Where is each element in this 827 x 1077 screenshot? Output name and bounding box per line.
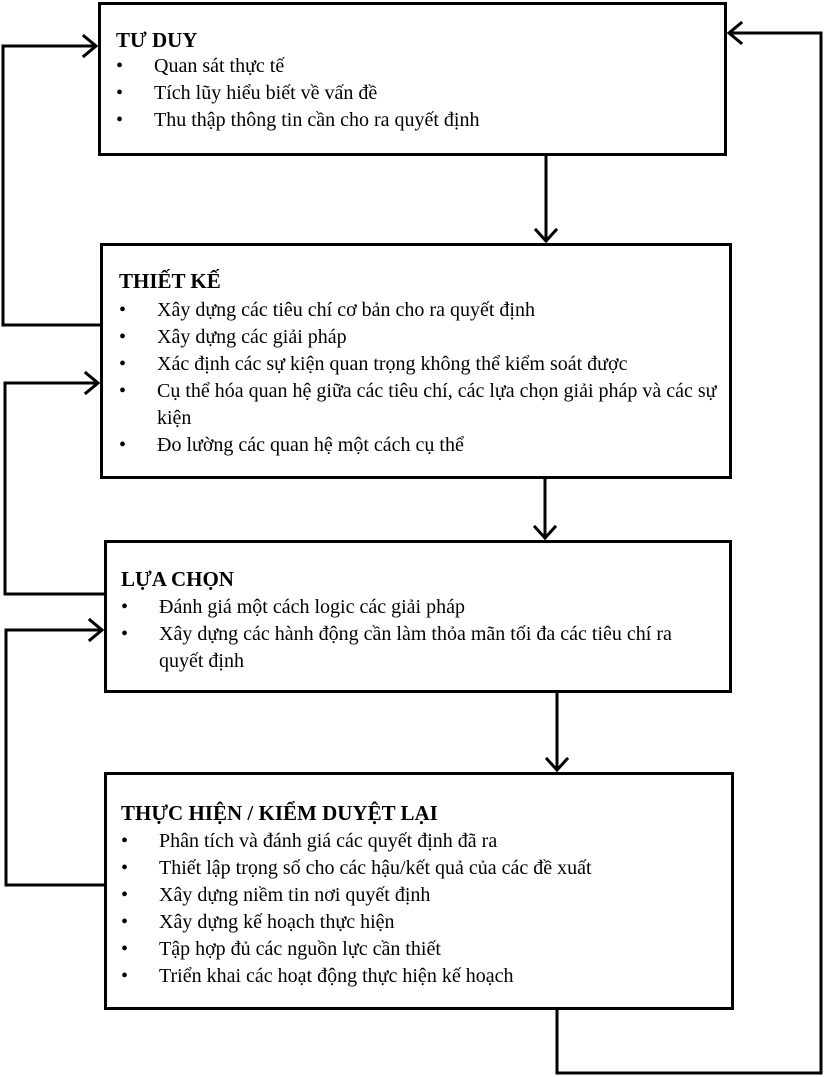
- box-title: THỰC HIỆN / KIỂM DUYỆT LẠI: [121, 801, 438, 825]
- bullet-icon: •: [116, 82, 124, 104]
- arrowhead-down-1: [533, 227, 559, 244]
- loop-choice-to-design: [3, 381, 104, 596]
- loop-design-to-thinking: [1, 44, 100, 327]
- box-thinking: TƯ DUY •Quan sát thực tế •Tích lũy hiểu …: [98, 2, 727, 156]
- bullet-icon: •: [121, 623, 129, 645]
- loop-implement-to-choice: [4, 628, 104, 887]
- list-item: •Quan sát thực tế: [116, 53, 724, 80]
- bullet-icon: •: [121, 965, 129, 987]
- list-item: •Xây dựng niềm tin nơi quyết định: [121, 882, 719, 909]
- list-item: •Xây dựng các tiêu chí cơ bản cho ra quy…: [119, 297, 717, 324]
- bullet-list: •Phân tích và đánh giá các quyết định đã…: [121, 828, 719, 990]
- arrowhead-down-2: [532, 524, 558, 541]
- bullet-icon: •: [116, 109, 124, 131]
- loop-implement-to-thinking: [555, 31, 823, 1075]
- list-item: •Đo lường các quan hệ một cách cụ thể: [119, 432, 717, 459]
- list-item: •Xây dựng các giải pháp: [119, 324, 717, 351]
- bullet-icon: •: [121, 596, 129, 618]
- bullet-icon: •: [121, 911, 129, 933]
- list-item: •Thu thập thông tin cần cho ra quyết địn…: [116, 107, 724, 134]
- box-implement-review: THỰC HIỆN / KIỂM DUYỆT LẠI •Phân tích và…: [104, 772, 734, 1010]
- list-item: •Xác định các sự kiện quan trọng không t…: [119, 351, 717, 378]
- list-item: •Đánh giá một cách logic các giải pháp: [121, 594, 717, 621]
- list-item: •Xây dựng các hành động cần làm thỏa mãn…: [121, 623, 672, 672]
- bullet-icon: •: [119, 434, 127, 456]
- bullet-icon: •: [121, 857, 129, 879]
- bullet-icon: •: [119, 353, 127, 375]
- list-item: •Phân tích và đánh giá các quyết định đã…: [121, 828, 719, 855]
- bullet-list: •Xây dựng các tiêu chí cơ bản cho ra quy…: [119, 297, 717, 459]
- box-design: THIẾT KẾ •Xây dựng các tiêu chí cơ bản c…: [100, 243, 732, 479]
- bullet-list: •Quan sát thực tế •Tích lũy hiểu biết về…: [116, 53, 724, 134]
- list-item: •Cụ thể hóa quan hệ giữa các tiêu chí, c…: [119, 380, 717, 429]
- arrowhead-down-3: [544, 756, 570, 773]
- list-item: •Triển khai các hoạt động thực hiện kế h…: [121, 963, 719, 990]
- arrowhead-left-1: [726, 20, 744, 46]
- bullet-icon: •: [119, 326, 127, 348]
- list-item: •Tích lũy hiểu biết về vấn đề: [116, 80, 724, 107]
- bullet-icon: •: [121, 884, 129, 906]
- bullet-icon: •: [119, 299, 127, 321]
- bullet-icon: •: [119, 380, 127, 402]
- list-item: •Tập hợp đủ các nguồn lực cần thiết: [121, 936, 719, 963]
- arrowhead-right-2: [83, 370, 101, 396]
- list-item: •Xây dựng kế hoạch thực hiện: [121, 909, 719, 936]
- box-title: THIẾT KẾ: [119, 269, 221, 293]
- bullet-icon: •: [121, 938, 129, 960]
- box-title: TƯ DUY: [116, 28, 198, 52]
- bullet-icon: •: [121, 830, 129, 852]
- list-item: •Thiết lập trọng số cho các hậu/kết quả …: [121, 855, 719, 882]
- arrowhead-right-1: [81, 33, 99, 59]
- arrowhead-right-3: [87, 617, 105, 643]
- bullet-list: •Đánh giá một cách logic các giải pháp •…: [121, 594, 717, 675]
- box-title: LỰA CHỌN: [121, 567, 234, 591]
- bullet-icon: •: [116, 55, 124, 77]
- box-choice: LỰA CHỌN •Đánh giá một cách logic các gi…: [104, 540, 732, 693]
